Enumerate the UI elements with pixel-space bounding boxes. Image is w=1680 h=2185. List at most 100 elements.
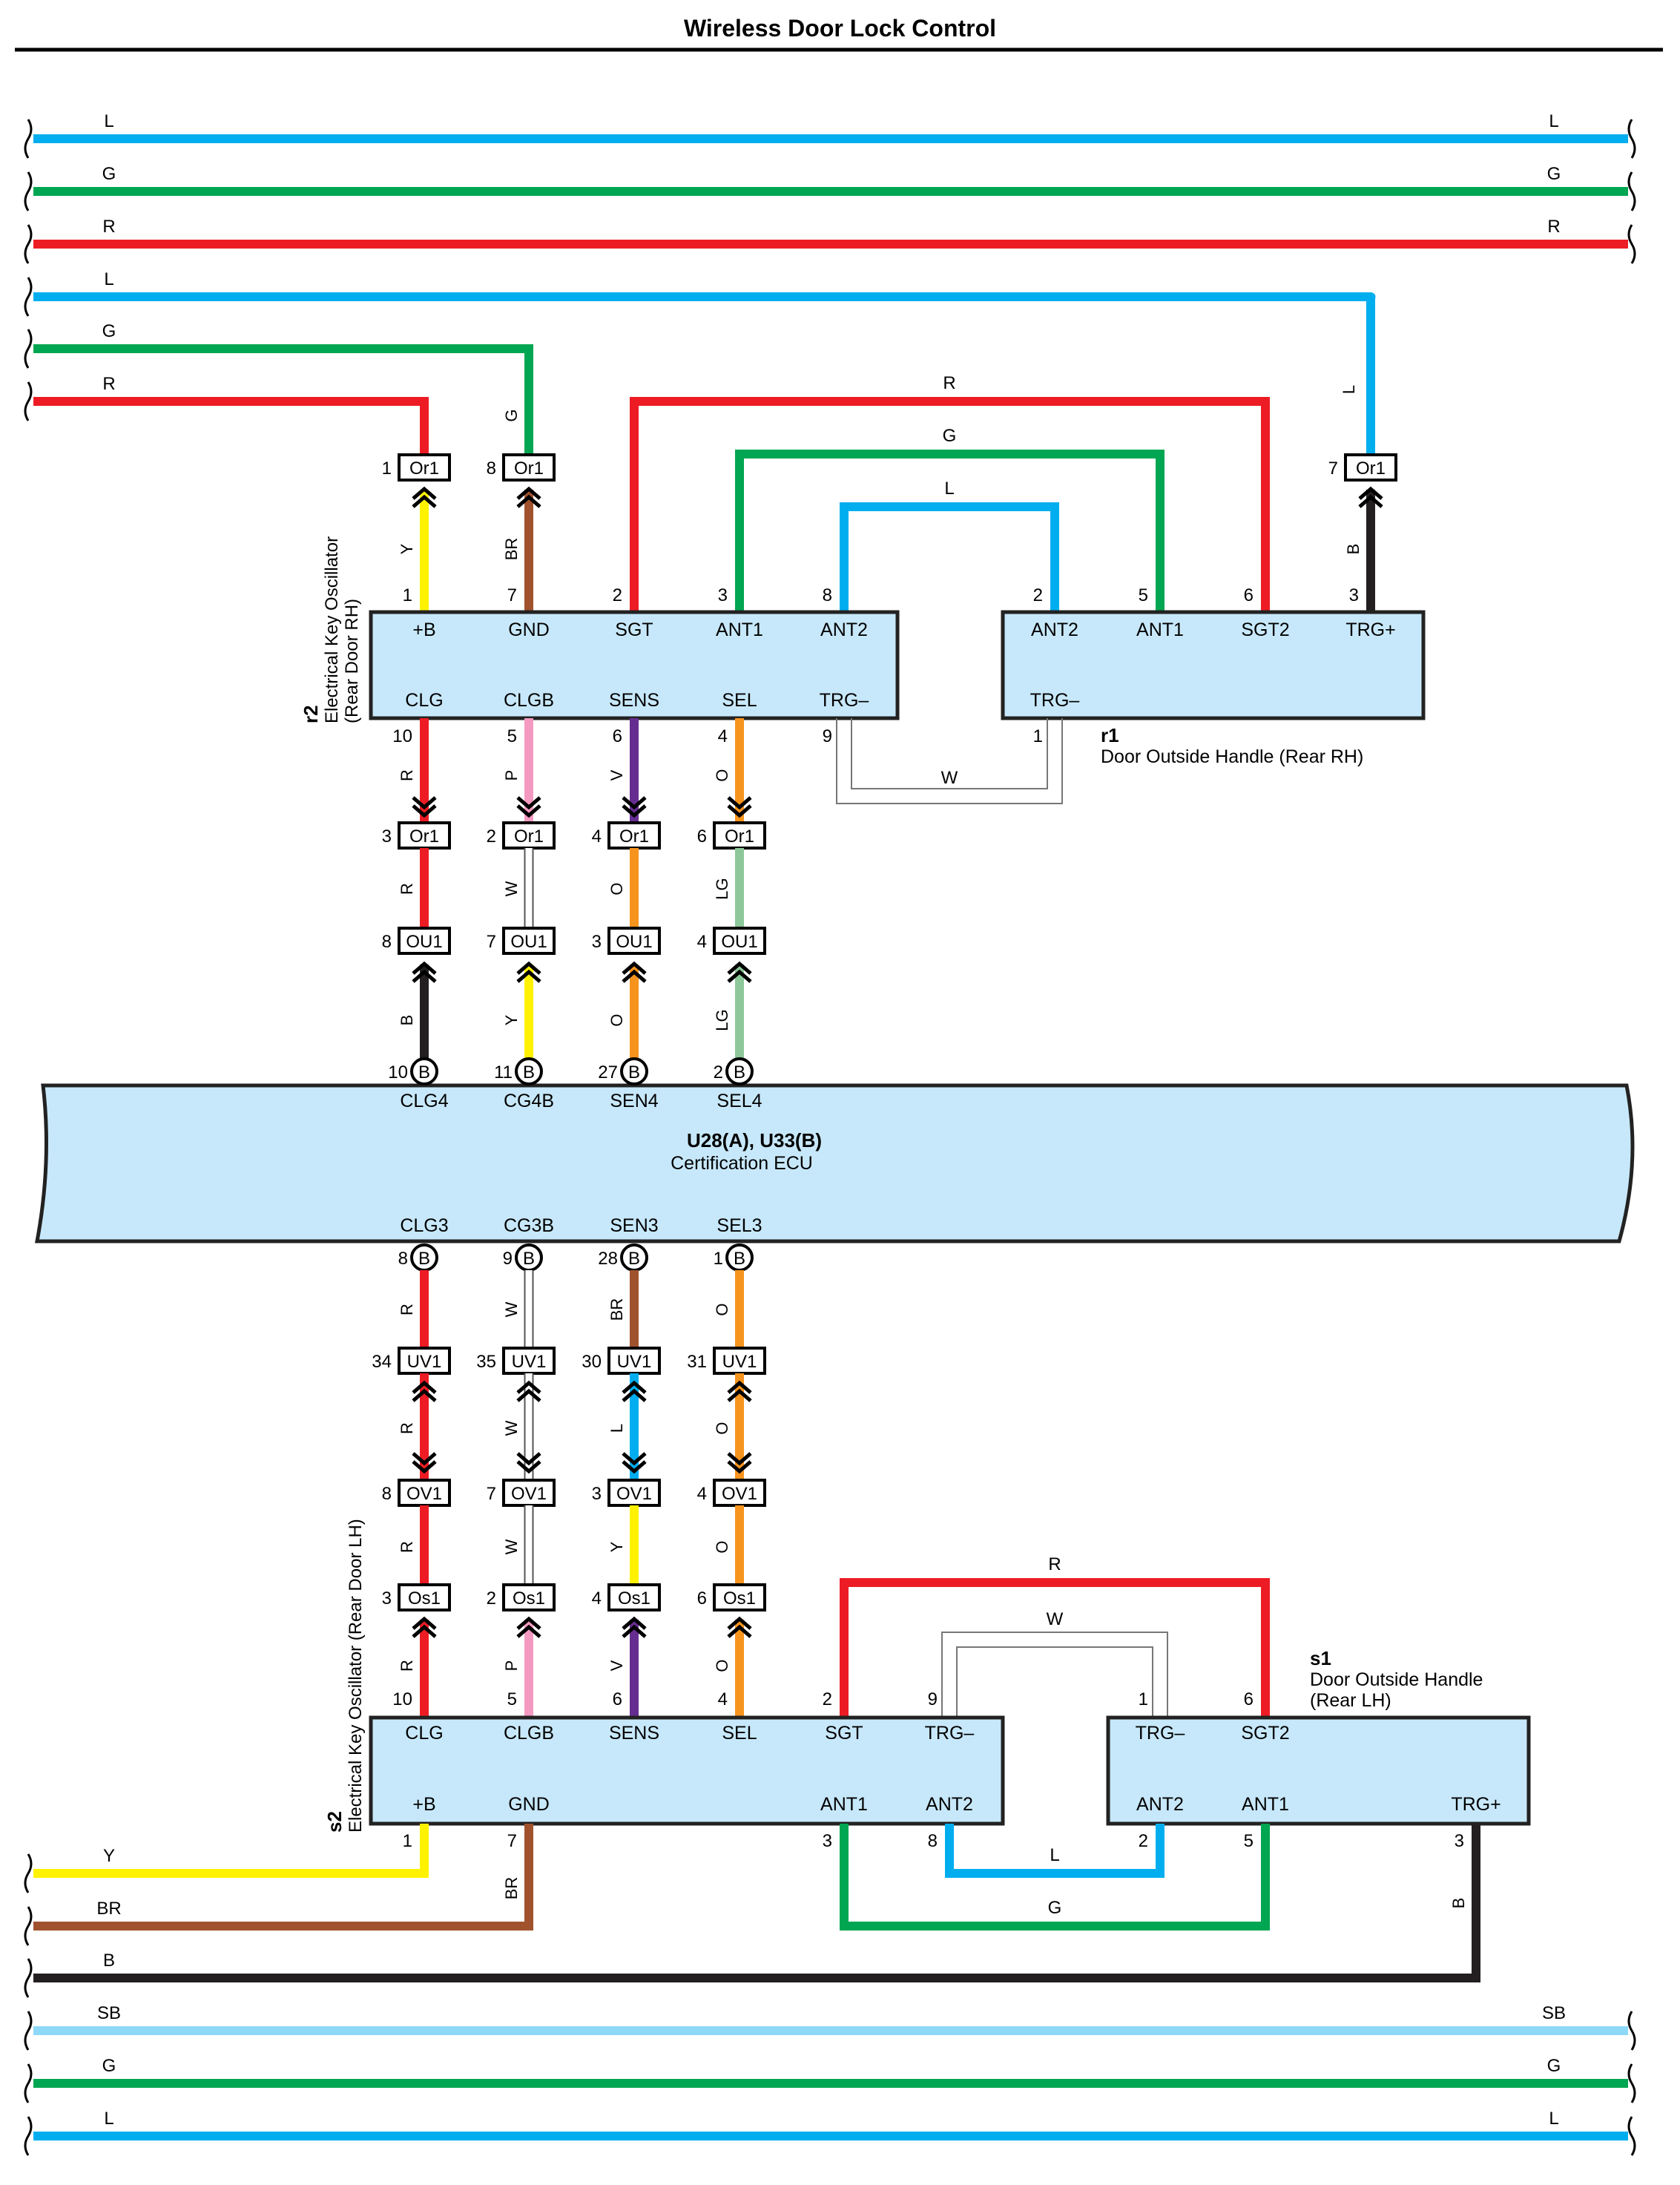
wire	[941, 1632, 1168, 1718]
connector-pin-number: 34	[372, 1352, 392, 1372]
pin-number: 10	[392, 1689, 412, 1709]
connector-pin-number: 1	[382, 459, 392, 479]
pin-label: ANT2	[1136, 1794, 1184, 1815]
connector-pin-number: 2	[487, 827, 496, 847]
connector-arrow	[516, 961, 541, 975]
connector-arrow	[412, 1452, 437, 1466]
connector-label: Or1	[409, 459, 439, 479]
component-code: s2	[323, 1811, 346, 1833]
connector-pin-number: 3	[592, 932, 602, 952]
wire-break	[1627, 2116, 1636, 2156]
bus-label: G	[102, 164, 116, 184]
wire-break	[1627, 224, 1636, 264]
pin-label: ANT1	[820, 1794, 868, 1815]
connector-pin-number: 7	[487, 1484, 496, 1504]
pin-number: 1	[1033, 726, 1043, 746]
connector-box	[502, 1583, 556, 1611]
pin-number: 9	[928, 1689, 938, 1709]
connector-arrow	[516, 969, 541, 983]
pin-label: TRG–	[820, 690, 869, 711]
connector-pin-number: 35	[476, 1352, 496, 1372]
connector-box	[607, 821, 661, 850]
connector-box	[713, 1583, 766, 1611]
connector-label: Or1	[619, 827, 649, 847]
pin-number: 5	[507, 1689, 517, 1709]
wire-label: W	[502, 1301, 521, 1317]
wire-break	[1627, 119, 1636, 159]
pin-label: ANT1	[1242, 1794, 1289, 1815]
component-s2	[369, 1715, 1005, 1826]
pin-number: 5	[1139, 585, 1148, 605]
connector-label: OV1	[406, 1484, 442, 1504]
wire	[840, 1824, 1270, 1931]
connector-arrow	[622, 1452, 647, 1466]
connector-pin-number: 8	[382, 932, 392, 952]
connector-arrow	[516, 494, 541, 508]
pin-label: SEL	[722, 690, 757, 711]
component-name: (Rear Door RH)	[342, 599, 362, 723]
component-code: r2	[300, 705, 322, 723]
pin-number: 1	[403, 1831, 412, 1851]
connector-arrow	[622, 969, 647, 983]
connector-arrow	[412, 804, 437, 818]
connector-arrow	[727, 1624, 752, 1638]
connector-label: Os1	[513, 1588, 545, 1609]
pin-number: 7	[507, 1831, 517, 1851]
ecu-terminal-letter: B	[734, 1062, 745, 1082]
connector-pin-number: 31	[687, 1352, 707, 1372]
wire-break	[24, 1958, 33, 1998]
connector-arrow	[516, 1452, 541, 1466]
component-name: Electrical Key Oscillator (Rear Door LH)	[346, 1519, 366, 1833]
pin-label: +B	[412, 620, 435, 640]
connector-arrow	[412, 1460, 437, 1474]
wire-label: W	[502, 1420, 521, 1436]
wire-label: B	[398, 1015, 416, 1026]
connector-pin-number: 2	[487, 1588, 496, 1609]
pin-label: TRG+	[1451, 1794, 1501, 1815]
wire	[33, 1824, 1480, 1982]
wire-break	[24, 381, 33, 421]
ecu-terminal-letter: B	[523, 1062, 535, 1082]
connector-arrow	[412, 1616, 437, 1630]
wire-label: G	[502, 409, 521, 421]
bus-label: R	[102, 217, 115, 237]
pin-label: GND	[508, 1794, 550, 1815]
wire-label: L	[944, 479, 954, 499]
pin-label: SGT2	[1241, 620, 1289, 640]
ecu-terminal-letter: B	[418, 1249, 430, 1269]
connector-box	[713, 927, 766, 955]
wire	[33, 344, 533, 454]
pin-label: CLG	[405, 1723, 443, 1744]
wire	[33, 292, 1376, 454]
connector-arrow	[727, 1452, 752, 1466]
wire-break	[24, 171, 33, 211]
wire-label: O	[713, 1659, 731, 1672]
connector-arrow	[622, 804, 647, 818]
connector-arrow	[727, 796, 752, 810]
connector-arrow	[412, 961, 437, 975]
bus-label: G	[102, 2056, 116, 2076]
bus-label: SB	[1542, 2003, 1566, 2023]
connector-box	[713, 821, 766, 850]
ecu-pin-number: 28	[598, 1249, 618, 1269]
ecu-terminal-letter: B	[628, 1249, 640, 1269]
wire	[945, 1824, 1165, 1878]
connector-arrow	[727, 1460, 752, 1474]
component-name: Door Outside Handle (Rear RH)	[1101, 746, 1363, 767]
wire-label: L	[1340, 385, 1358, 394]
connector-pin-number: 3	[592, 1484, 602, 1504]
wire-label: L	[1050, 1845, 1059, 1865]
pin-label: CG3B	[504, 1215, 554, 1236]
connector-label: OU1	[616, 932, 652, 952]
component-r2	[369, 610, 900, 720]
wire-break	[1627, 2011, 1636, 2051]
connector-pin-number: 4	[697, 1484, 707, 1504]
wire-break	[24, 329, 33, 369]
connector-label: Os1	[408, 1588, 441, 1609]
connector-box	[713, 1479, 766, 1507]
connector-pin-number: 30	[582, 1352, 602, 1372]
wire-label: R	[102, 374, 115, 394]
connector-label: OV1	[616, 1484, 652, 1504]
wire-label: Y	[398, 543, 416, 554]
